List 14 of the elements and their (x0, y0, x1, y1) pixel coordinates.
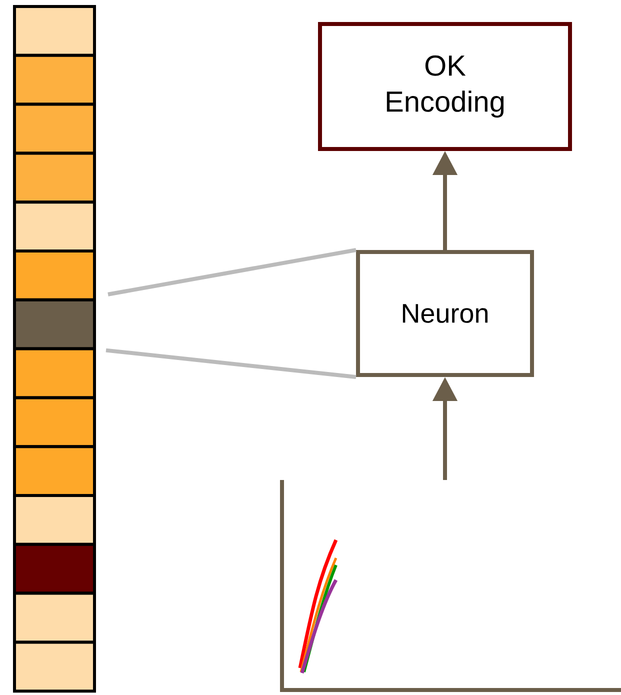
heatmap-cell (13, 5, 96, 57)
heatmap-cell (13, 494, 96, 546)
heatmap-cell (13, 640, 96, 693)
projection-line (108, 248, 356, 296)
neuron-box: Neuron (356, 250, 534, 377)
heatmap-cell (13, 200, 96, 252)
heatmap-cell (13, 250, 96, 302)
heatmap-cell (13, 54, 96, 106)
output-box: OK Encoding (318, 22, 572, 151)
line-chart-drawing (280, 480, 621, 692)
heatmap-cell (13, 445, 96, 497)
projection-line (106, 348, 356, 379)
heatmap-cell (13, 542, 96, 595)
heatmap-cell (13, 298, 96, 350)
